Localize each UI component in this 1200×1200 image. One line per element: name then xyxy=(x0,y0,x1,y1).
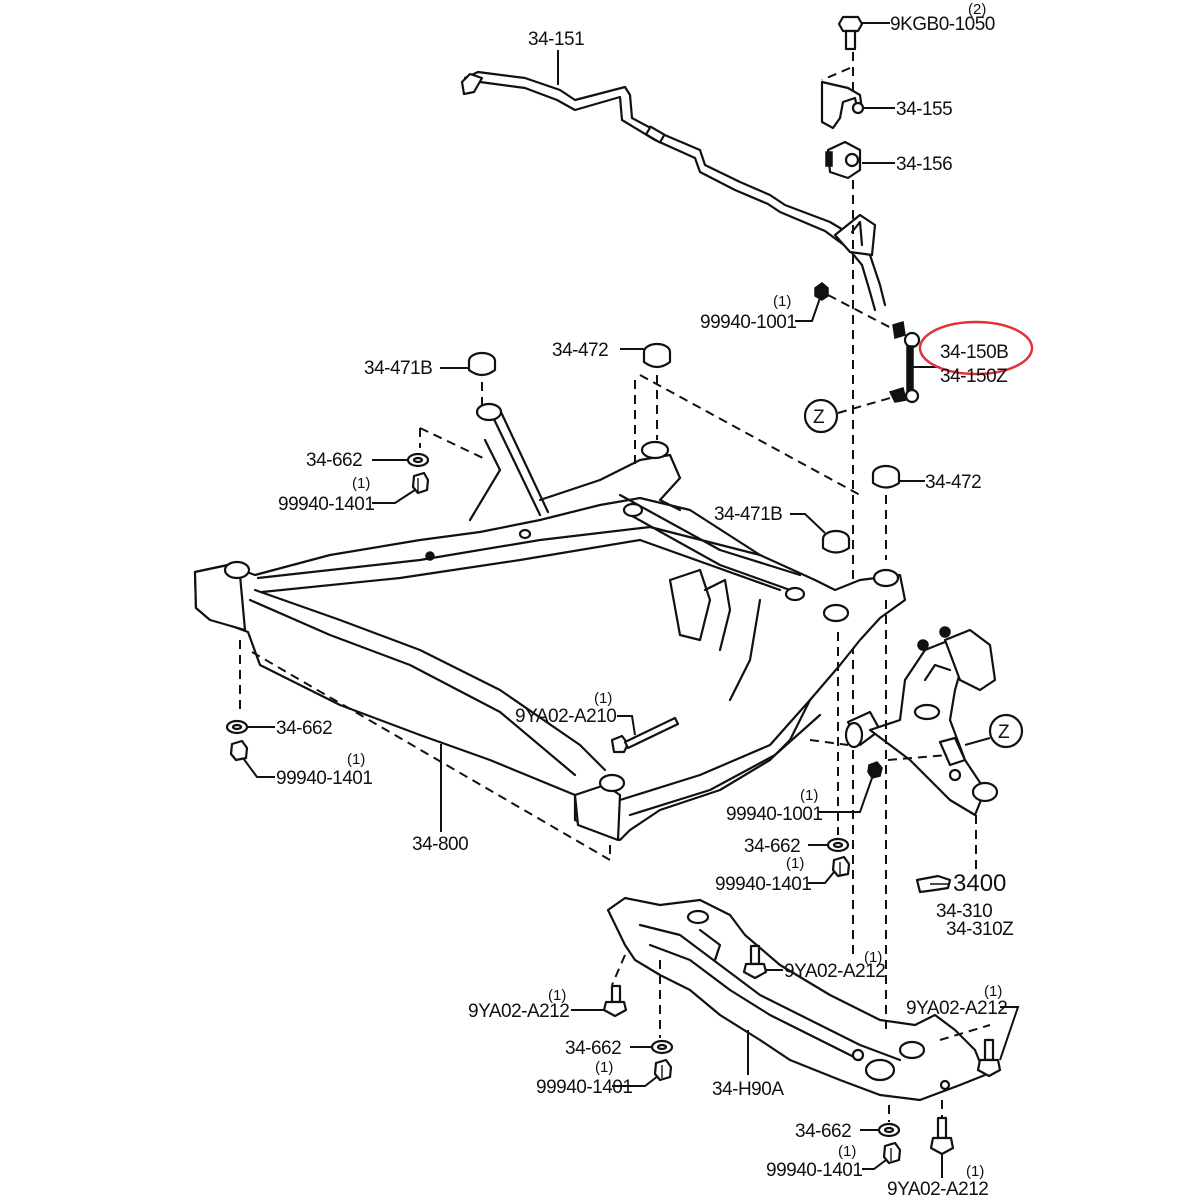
svg-text:Z: Z xyxy=(998,722,1010,743)
stabilizer-bar xyxy=(460,70,887,312)
ref-z-top-icon: Z xyxy=(803,398,839,434)
label-bolt-a212-right: 9YA02-A212 xyxy=(906,998,1007,1019)
qty-nut-lower-left: (1) xyxy=(595,1059,613,1076)
label-mount-472-top: 34-472 xyxy=(552,340,608,361)
label-washer-left-low: 34-662 xyxy=(276,718,332,739)
qty-nut-lower-right: (1) xyxy=(838,1143,856,1160)
bolt-a212-left-icon xyxy=(602,984,628,1018)
label-bushing: 34-156 xyxy=(896,154,952,175)
label-mount-472-right: 34-472 xyxy=(925,472,981,493)
label-arm-b: 34-310Z xyxy=(946,919,1014,940)
washer-left-icon xyxy=(406,452,430,468)
label-ref-group: 3400 xyxy=(953,870,1006,897)
label-mount-471b-left: 34-471B xyxy=(364,358,432,379)
label-mount-471b-right: 34-471B xyxy=(714,504,782,525)
nut-mid-icon xyxy=(831,855,851,878)
nut-lower-left-icon xyxy=(653,1058,673,1082)
bolt-a212-right-icon xyxy=(976,1038,1002,1078)
highlight-circle xyxy=(918,320,1034,376)
label-bolt-top: 9KGB0-1050 xyxy=(890,14,995,35)
washer-mid-icon xyxy=(826,837,850,853)
label-arm-a: 34-310 xyxy=(936,901,992,922)
washer-left-low-icon xyxy=(225,719,249,735)
qty-nut-arm: (1) xyxy=(800,787,818,804)
lower-arm xyxy=(844,626,999,817)
label-link-a: 34-150B xyxy=(940,342,1008,363)
label-washer-left: 34-662 xyxy=(306,450,362,471)
bolt-a212-mid-icon xyxy=(742,944,768,980)
label-bracket: 34-155 xyxy=(896,99,952,120)
bolt-a212-bottom-icon xyxy=(929,1116,955,1156)
nut-arm-icon xyxy=(867,761,883,779)
label-washer-lower-left: 34-662 xyxy=(565,1038,621,1059)
qty-nut-left-low: (1) xyxy=(347,751,365,768)
label-nut-lower-left: 99940-1401 xyxy=(536,1077,632,1098)
label-bolt-a210: 9YA02-A210 xyxy=(515,706,616,727)
svg-text:Z: Z xyxy=(813,407,825,428)
label-bolt-a212-mid: 9YA02-A212 xyxy=(784,961,885,982)
label-subframe: 34-H90A xyxy=(712,1079,784,1100)
nut-link-icon xyxy=(814,282,829,301)
ref-z-arm-icon: Z xyxy=(988,713,1024,749)
label-nut-left: 99940-1401 xyxy=(278,494,374,515)
qty-bolt-a212-left: (1) xyxy=(548,987,566,1004)
qty-bolt-a210: (1) xyxy=(594,690,612,707)
label-washer-mid: 34-662 xyxy=(744,836,800,857)
qty-bolt-a212-right: (1) xyxy=(984,983,1002,1000)
bolt-a210-icon xyxy=(610,716,680,754)
label-bolt-a212-bottom: 9YA02-A212 xyxy=(887,1179,988,1200)
label-nut-link: 99940-1001 xyxy=(700,312,796,333)
mount-472-right-icon xyxy=(871,464,901,489)
qty-nut-mid: (1) xyxy=(786,855,804,872)
qty-bolt-top: (2) xyxy=(968,1,986,18)
pointing-hand-icon xyxy=(915,874,952,894)
label-nut-left-low: 99940-1401 xyxy=(276,768,372,789)
label-nut-lower-right: 99940-1401 xyxy=(766,1160,862,1181)
bushing-icon xyxy=(825,140,862,180)
label-bolt-a212-left: 9YA02-A212 xyxy=(468,1001,569,1022)
qty-nut-link: (1) xyxy=(773,293,791,310)
nut-left-icon xyxy=(411,471,430,495)
washer-lower-right-icon xyxy=(877,1122,901,1138)
label-link-b: 34-150Z xyxy=(940,366,1008,387)
crossmember xyxy=(193,402,907,842)
bolt-top-icon xyxy=(837,15,864,51)
mount-471b-right-icon xyxy=(821,529,851,554)
qty-bolt-a212-bottom: (1) xyxy=(966,1163,984,1180)
label-crossmember: 34-800 xyxy=(412,834,468,855)
label-stabilizer-bar: 34-151 xyxy=(528,29,584,50)
nut-left-low-icon xyxy=(229,739,249,762)
label-nut-mid: 99940-1401 xyxy=(715,874,811,895)
mount-471b-left-icon xyxy=(467,351,497,377)
qty-nut-left: (1) xyxy=(352,475,370,492)
mount-472-top-icon xyxy=(642,342,672,369)
nut-lower-right-icon xyxy=(882,1141,902,1165)
qty-bolt-a212-mid: (1) xyxy=(864,949,882,966)
label-washer-lower-right: 34-662 xyxy=(795,1121,851,1142)
stabilizer-link-icon xyxy=(888,321,921,404)
label-nut-arm: 99940-1001 xyxy=(726,804,822,825)
bracket-icon xyxy=(820,80,865,130)
washer-lower-left-icon xyxy=(650,1039,674,1055)
